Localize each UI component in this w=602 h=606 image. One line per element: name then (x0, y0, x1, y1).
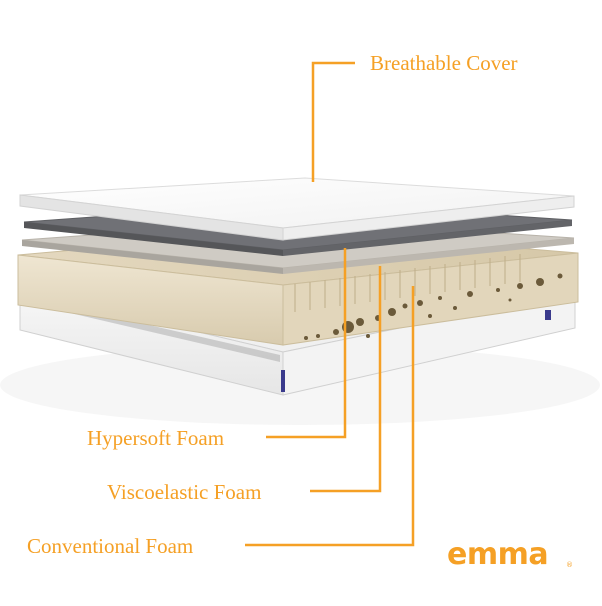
brand-logo: emma (447, 537, 549, 572)
callout-lines (245, 61, 415, 547)
label-conventional-foam: Conventional Foam (27, 534, 194, 558)
foam-grooves (294, 254, 521, 312)
label-breathable-cover: Breathable Cover (370, 51, 518, 75)
callout-line-conventional (245, 286, 415, 547)
label-viscoelastic-foam: Viscoelastic Foam (107, 480, 262, 504)
callout-line-cover (311, 61, 355, 182)
base-label-tag (545, 310, 551, 320)
callout-line-hypersoft (266, 248, 347, 439)
label-hypersoft-foam: Hypersoft Foam (87, 426, 225, 450)
registered-mark: ® (566, 561, 573, 569)
callout-line-viscoelastic (310, 266, 382, 493)
base-trim (281, 370, 285, 392)
breathable-cover-layer (19, 177, 575, 241)
